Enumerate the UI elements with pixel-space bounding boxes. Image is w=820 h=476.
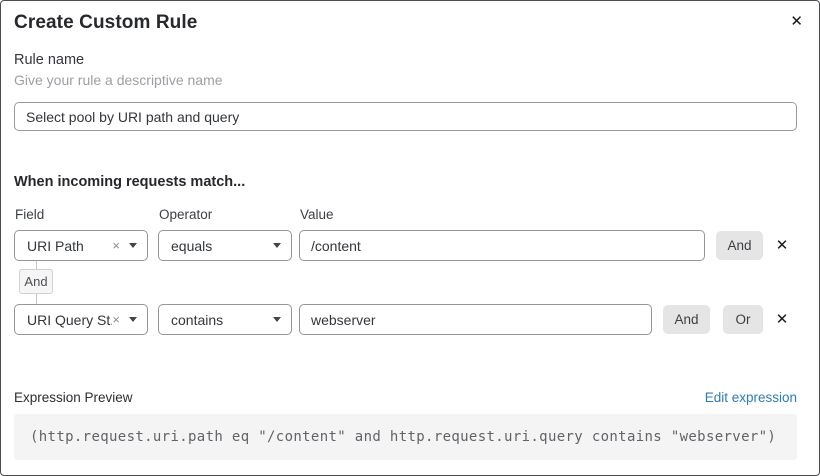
close-icon[interactable]: ✕ <box>790 13 803 30</box>
chevron-down-icon <box>129 317 137 322</box>
dialog-title: Create Custom Rule <box>14 12 198 33</box>
column-label-value: Value <box>300 207 334 222</box>
expression-preview-code: (http.request.uri.path eq "/content" and… <box>14 414 797 460</box>
rule-name-input[interactable] <box>14 102 797 131</box>
expression-preview-header: Expression Preview Edit expression <box>14 391 797 405</box>
value-input[interactable] <box>299 304 652 335</box>
matcher-heading: When incoming requests match... <box>14 174 246 190</box>
and-button[interactable]: And <box>716 231 763 260</box>
chevron-down-icon <box>273 243 281 248</box>
value-input[interactable] <box>299 230 705 261</box>
field-select[interactable]: URI Path × <box>14 230 148 261</box>
operator-select[interactable]: equals <box>158 230 292 261</box>
chevron-down-icon <box>129 243 137 248</box>
matcher-column-labels: Field Operator Value <box>14 208 797 222</box>
remove-condition-icon[interactable]: ✕ <box>775 311 789 328</box>
dialog-header: Create Custom Rule ✕ <box>14 11 803 35</box>
or-button[interactable]: Or <box>723 305 763 334</box>
column-label-field: Field <box>15 207 45 222</box>
chevron-down-icon <box>273 317 281 322</box>
operator-select-value: contains <box>171 311 224 328</box>
expression-preview-label: Expression Preview <box>14 390 133 405</box>
connector-and-badge[interactable]: And <box>19 269 53 294</box>
condition-row: URI Query St... × contains And Or ✕ <box>14 304 797 335</box>
field-select[interactable]: URI Query St... × <box>14 304 148 335</box>
logic-button-group: And <box>716 231 763 260</box>
condition-row: URI Path × equals And ✕ <box>14 230 797 261</box>
clear-selection-icon[interactable]: × <box>112 312 120 327</box>
clear-selection-icon[interactable]: × <box>112 238 120 253</box>
rule-name-label: Rule name <box>14 52 85 68</box>
connector-line <box>35 261 37 269</box>
field-select-value: URI Path <box>27 237 84 254</box>
operator-select[interactable]: contains <box>158 304 292 335</box>
field-select-value: URI Query St... <box>27 311 112 328</box>
logic-button-group: And Or <box>663 305 763 334</box>
edit-expression-link[interactable]: Edit expression <box>704 390 797 405</box>
and-button[interactable]: And <box>663 305 710 334</box>
rule-name-hint: Give your rule a descriptive name <box>14 72 223 88</box>
condition-connector: And <box>19 261 53 304</box>
operator-select-value: equals <box>171 237 213 254</box>
connector-line <box>35 294 37 304</box>
column-label-operator: Operator <box>159 207 213 222</box>
remove-condition-icon[interactable]: ✕ <box>775 237 789 254</box>
